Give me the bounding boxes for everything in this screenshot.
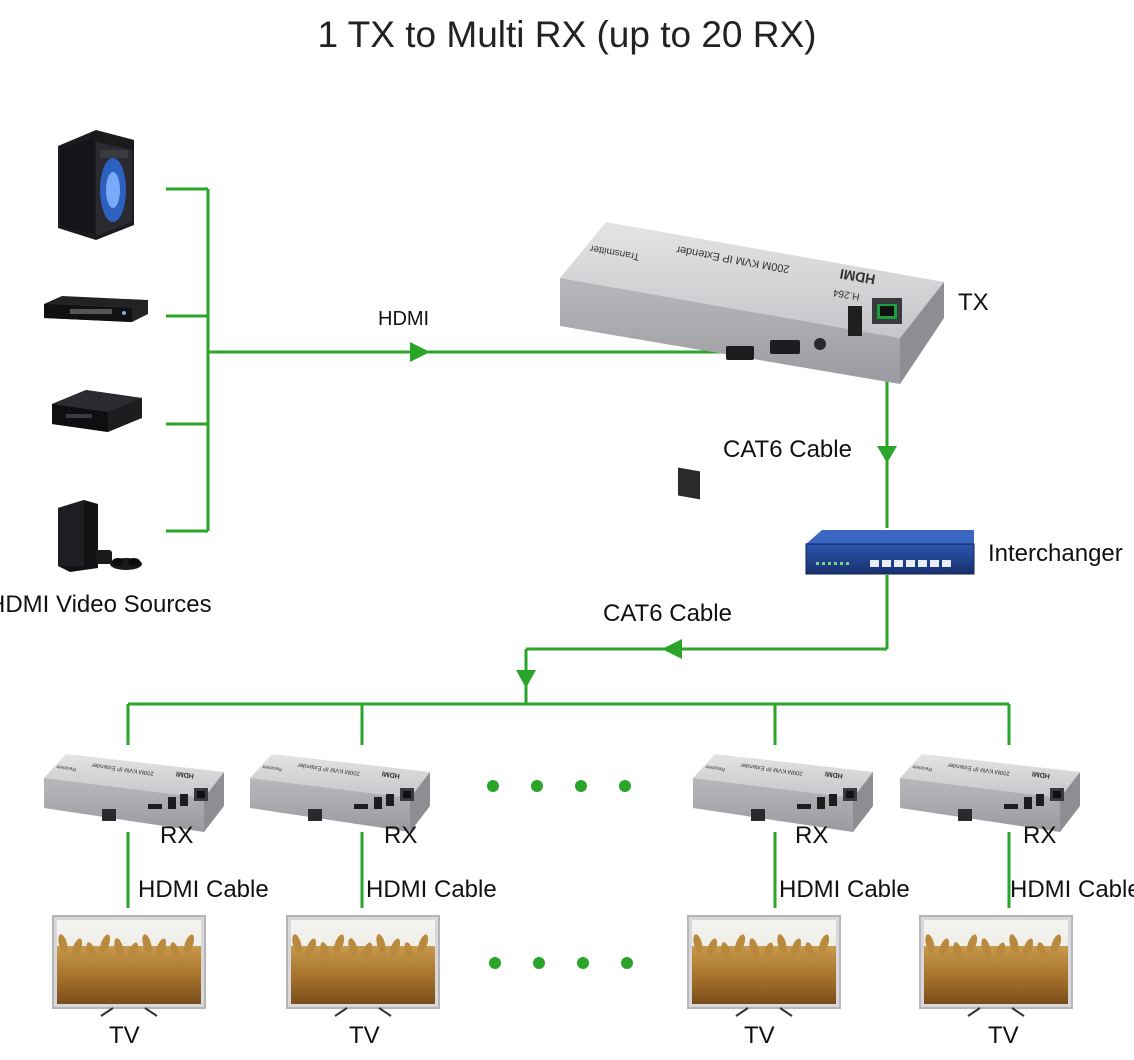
tv-icon-3 [687, 915, 841, 1017]
tv-icon-2 [286, 915, 440, 1017]
sources-label: HDMI Video Sources [0, 591, 212, 618]
cat6-cable-label-top: CAT6 Cable [723, 436, 852, 463]
rx-brand-text-1: HDMI [176, 770, 195, 779]
rx-label-1: RX [160, 822, 194, 849]
rx-bus-arrow [516, 670, 536, 688]
rx-role-text-4: Receiver [912, 763, 933, 772]
hdmi-cable-label-2: HDMI Cable [366, 876, 497, 903]
cat6-cable-label-bottom: CAT6 Cable [603, 600, 732, 627]
hdmi-cable-label-4: HDMI Cable [1010, 876, 1134, 903]
tv-icon-4 [919, 915, 1073, 1017]
rx-label-4: RX [1023, 822, 1057, 849]
rx-role-text-1: Receiver [56, 763, 77, 772]
tx-label: TX [958, 289, 989, 316]
tx-codec-text: H.264 [832, 286, 861, 302]
diagram-title: 1 TX to Multi RX (up to 20 RX) [317, 14, 817, 55]
game-console-icon [58, 500, 142, 572]
tv-sets [52, 915, 1073, 1017]
rx-brand-text-4: HDMI [1032, 770, 1051, 779]
rx-role-text-2: Receiver [262, 763, 283, 772]
hdmi-cable-label-4-clip: HDMI Cable [1010, 876, 1134, 904]
rx-label-3: RX [795, 822, 829, 849]
hdmi-cable-label-3: HDMI Cable [779, 876, 910, 903]
rx-role-text-3: Receiver [705, 763, 726, 772]
network-switch [805, 530, 975, 575]
desktop-pc-icon [58, 130, 134, 240]
arrows [410, 342, 897, 688]
tx-device: HDMI 200M KVM IP Extender H.264 Transmit… [560, 222, 944, 500]
tv-label-2: TV [349, 1022, 380, 1049]
tv-label-4: TV [988, 1022, 1019, 1049]
cat6-top-arrow [877, 446, 897, 463]
hdmi-cable-label-1: HDMI Cable [138, 876, 269, 903]
cat6-bottom-arrow [662, 639, 682, 659]
dvd-player-icon [44, 296, 148, 322]
rx-label-2: RX [384, 822, 418, 849]
ellipsis-dots-tv [489, 957, 633, 969]
hdmi-arrow [410, 342, 430, 362]
hdmi-label: HDMI [378, 308, 430, 330]
set-top-box-icon [52, 390, 142, 432]
tv-icon-1 [52, 915, 206, 1017]
ellipsis-dots-rx [487, 780, 631, 792]
rx-brand-text-3: HDMI [825, 770, 844, 779]
interchanger-label: Interchanger [988, 540, 1123, 567]
tv-label-1: TV [109, 1022, 140, 1049]
rx-brand-text-2: HDMI [382, 770, 401, 779]
tv-label-3: TV [744, 1022, 775, 1049]
tx-brand-logo: HDMI [839, 266, 877, 288]
